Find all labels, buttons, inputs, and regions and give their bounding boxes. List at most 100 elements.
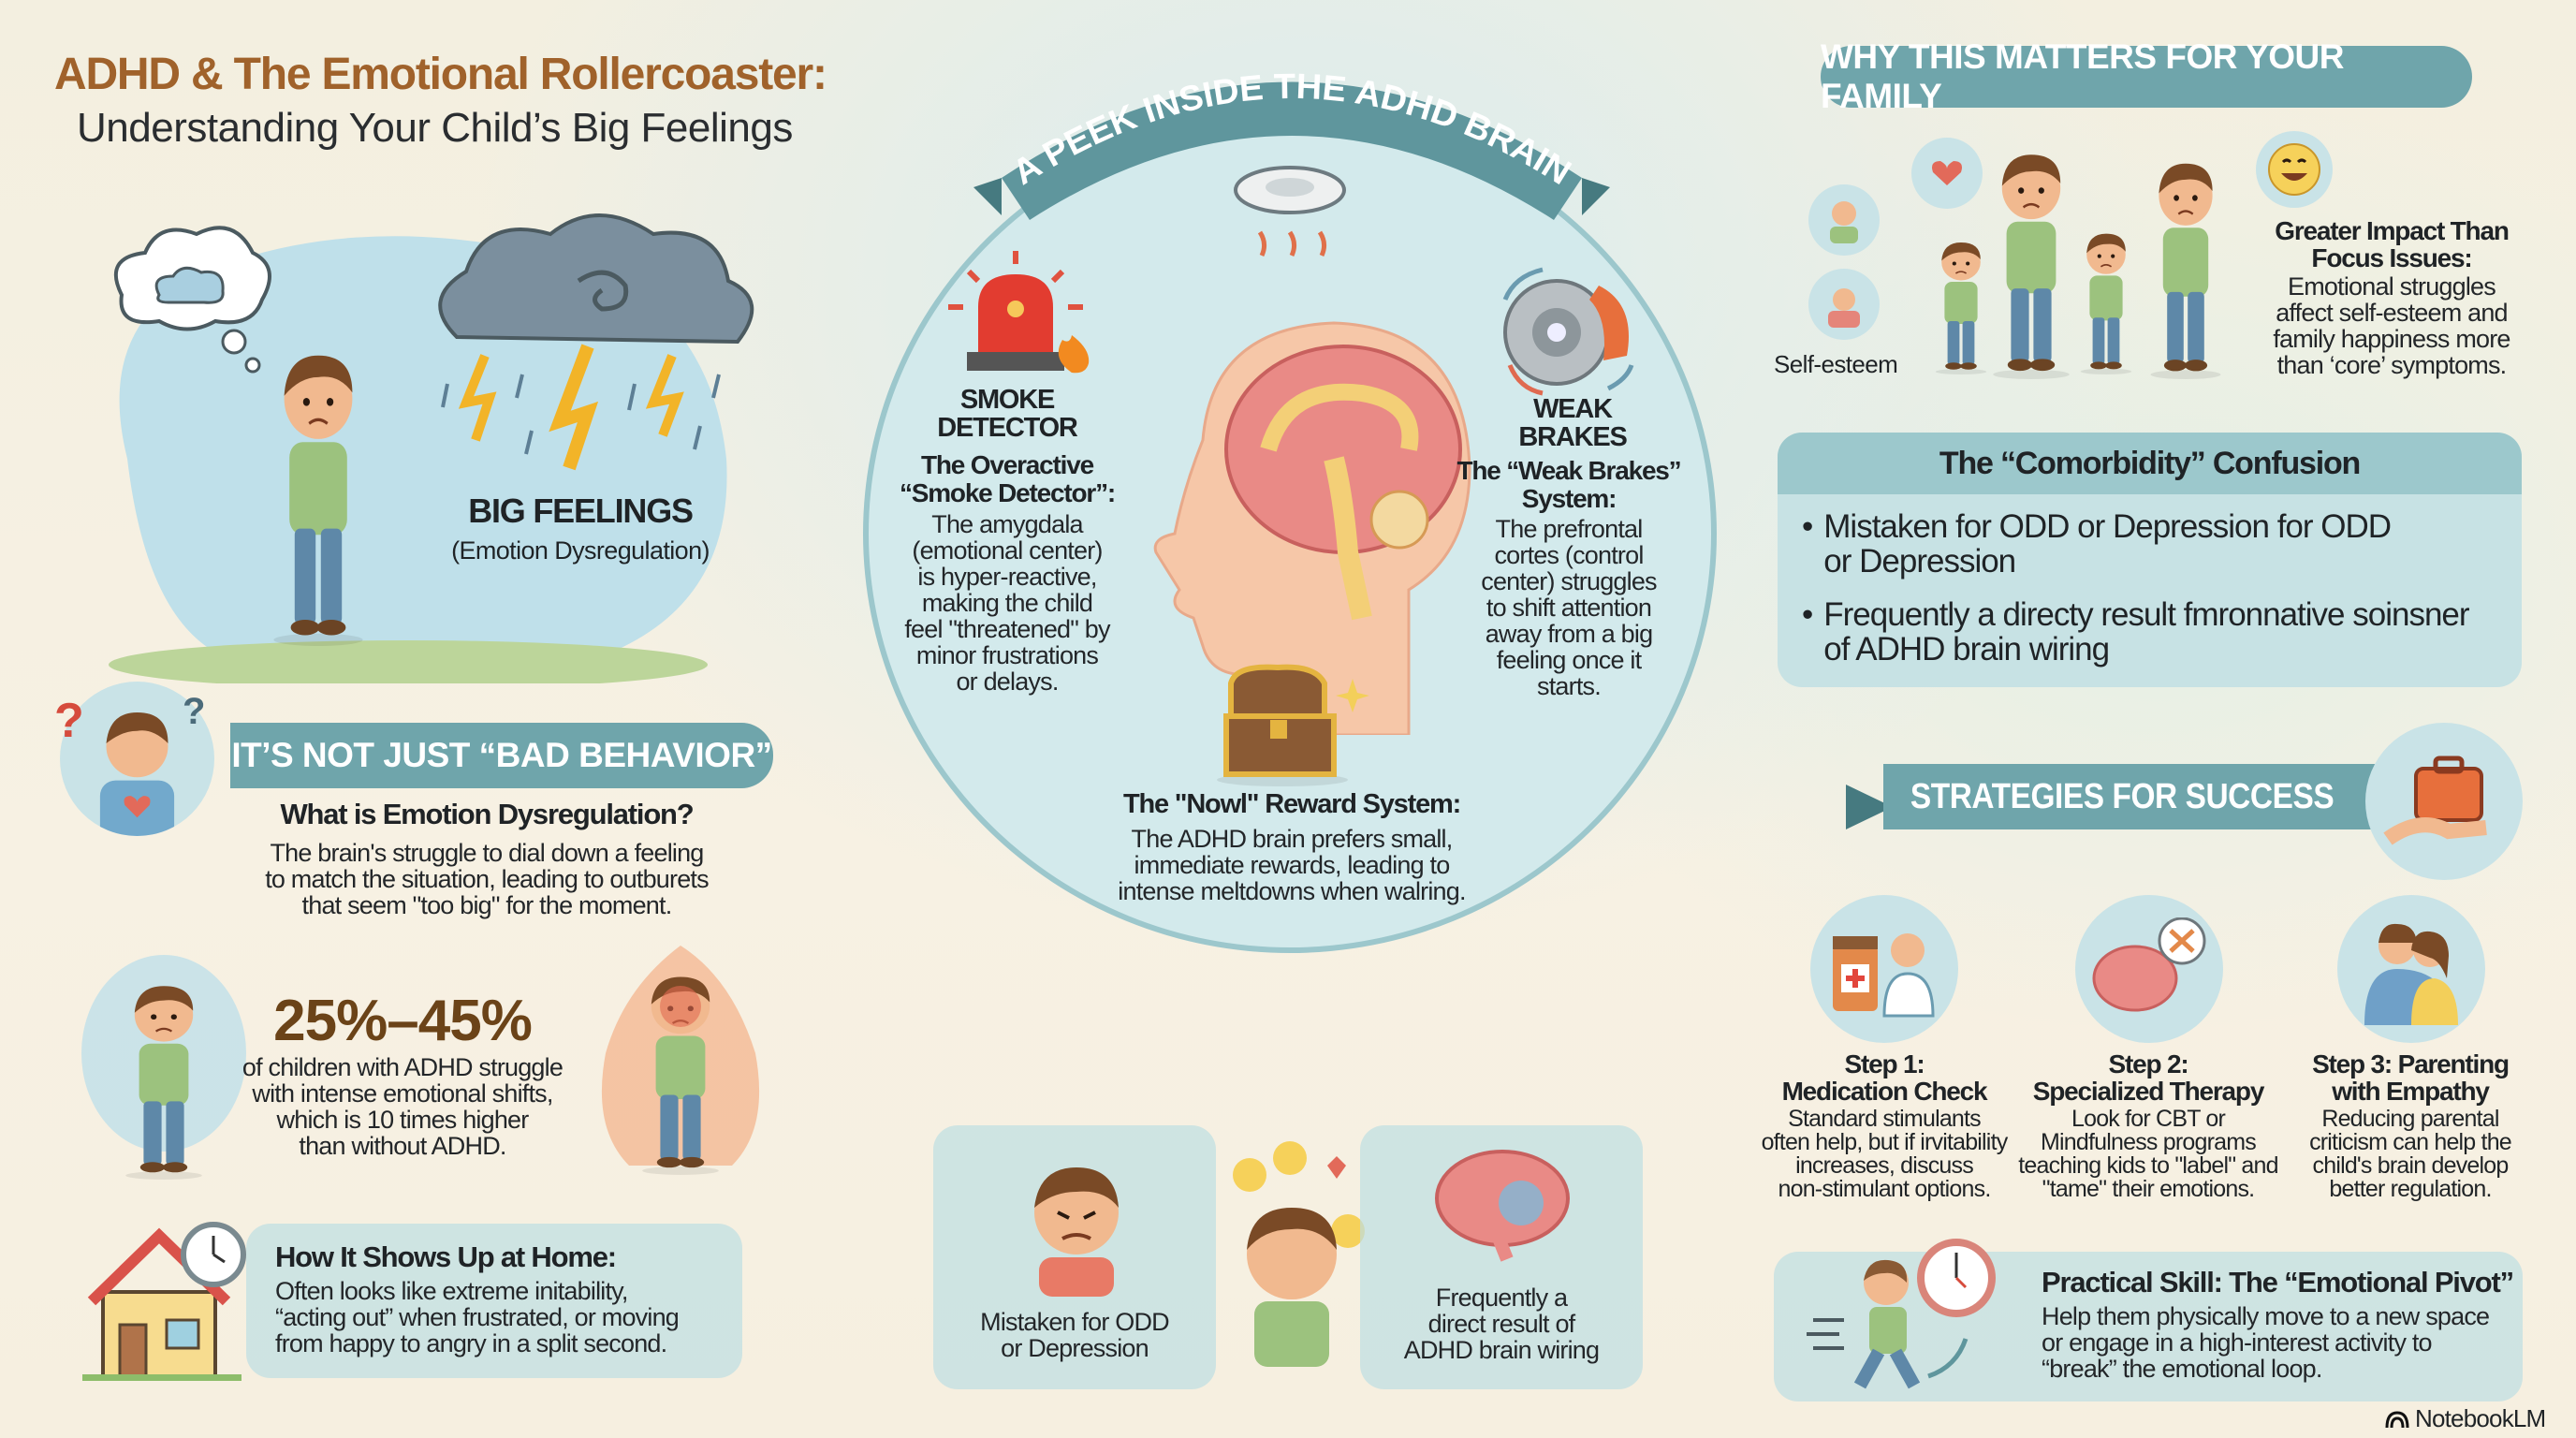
- text-line: center) struggles: [1481, 567, 1657, 595]
- worried-child-emojis-icon: [1208, 1128, 1376, 1372]
- text-line: Help them physically move to a new space: [2042, 1302, 2490, 1330]
- brain-tools-icon: [2075, 895, 2223, 1043]
- question-mark-icon: ?: [54, 694, 84, 748]
- brakes-body: The prefrontal cortes (control center) s…: [1456, 516, 1681, 699]
- text-line: often help, but if irvitability: [1761, 1129, 2009, 1155]
- text-line: than ‘core’ symptoms.: [2276, 351, 2508, 379]
- smoke-body: The amygdala (emotional center) is hyper…: [886, 511, 1129, 695]
- text-line: Frequently a: [1435, 1284, 1568, 1312]
- smoke-detector-icon: [1232, 157, 1349, 265]
- smoke-heading: “Smoke Detector”:: [899, 478, 1116, 507]
- stat-value: 25%–45%: [273, 989, 533, 1053]
- mistaken-card-text: Mistaken for ODD or Depression: [933, 1309, 1216, 1361]
- family-heading: Greater Impact Than: [2275, 216, 2510, 245]
- page-subtitle: Understanding Your Child’s Big Feelings: [77, 105, 793, 151]
- text-line: increases, discuss: [1795, 1152, 1974, 1179]
- text-line: to shift attention: [1486, 594, 1652, 622]
- text-line: Mindfulness programs: [2041, 1129, 2257, 1155]
- brakes-label: BRAKES: [1518, 422, 1627, 452]
- smile-emoji-icon: [2256, 131, 2333, 208]
- home-panel: [246, 1224, 742, 1378]
- text-line: The amygdala: [931, 510, 1083, 538]
- treasure-chest-icon: [1212, 660, 1371, 786]
- smoke-heading: The Overactive: [921, 450, 1094, 479]
- brakes-heading: System:: [1521, 484, 1617, 513]
- sad-child-illustration: [253, 337, 384, 646]
- running-child-clock-icon: [1802, 1236, 2027, 1404]
- strategies-banner-bar: STRATEGIES FOR SUCCESS: [1883, 764, 2417, 829]
- text-line: that seem "too big" for the moment.: [301, 891, 673, 919]
- step-title: Specialized Therapy: [2032, 1077, 2265, 1106]
- confused-child-icon: [60, 682, 214, 836]
- text-line: Mistaken for ODD or Depression for ODD: [1823, 508, 2392, 545]
- brain-wiring-card-text: Frequently a direct result of ADHD brain…: [1360, 1284, 1643, 1363]
- question-mark-icon: ?: [183, 691, 206, 732]
- text-line: or delays.: [956, 668, 1059, 696]
- comorbidity-bullet: •Frequently a directy result fmronnative…: [1802, 596, 2470, 668]
- text-line: making the child: [921, 589, 1093, 617]
- practical-body: Help them physically move to a new space…: [2042, 1303, 2510, 1382]
- text-line: ADHD brain wiring: [1403, 1336, 1600, 1364]
- alarm-siren-icon: [941, 251, 1100, 391]
- not-bad-behavior-banner: IT’S NOT JUST “BAD BEHAVIOR”: [230, 723, 773, 788]
- step-title: Medication Check: [1781, 1077, 1988, 1106]
- text-line: minor frustrations: [915, 641, 1099, 669]
- family-heading: Focus Issues:: [2311, 243, 2472, 272]
- brain-circle: [863, 114, 1717, 953]
- text-line: starts.: [1537, 672, 1602, 700]
- calm-child-bubble-icon: [75, 950, 253, 1180]
- text-line: feel "threatened" by: [904, 615, 1110, 643]
- thought-cloud-icon: [94, 211, 281, 379]
- text-line: with intense emotional shifts,: [252, 1079, 553, 1108]
- text-line: “acting out” when frustrated, or moving: [275, 1303, 680, 1331]
- text-line: The prefrontal: [1495, 515, 1644, 543]
- home-body: Often looks like extreme initability, “a…: [275, 1278, 734, 1357]
- smoke-label: SMOKE: [959, 385, 1056, 415]
- text-line: away from a big: [1485, 620, 1653, 648]
- text-line: Frequently a directy result fmronnative …: [1823, 596, 2469, 633]
- text-line: of children with ADHD struggle: [242, 1053, 564, 1081]
- brake-disc-icon: [1486, 262, 1646, 403]
- text-line: feeling once it: [1496, 646, 1642, 674]
- notebooklm-logo-icon: [2385, 1410, 2409, 1428]
- text-line: teaching kids to "label" and: [2018, 1152, 2278, 1179]
- step-title: Step 2:: [2108, 1049, 2189, 1078]
- parent-hug-icon: [2337, 895, 2485, 1043]
- text-line: child's brain develop: [2312, 1152, 2510, 1179]
- stat-body: of children with ADHD struggle with inte…: [234, 1054, 571, 1159]
- text-line: better regulation.: [2329, 1176, 2492, 1202]
- text-line: or Depression: [1001, 1334, 1149, 1362]
- text-line: The brain's struggle to dial down a feel…: [270, 839, 704, 867]
- storm-cloud-icon: [419, 197, 766, 477]
- self-esteem-label: Self-esteem: [1774, 350, 1898, 378]
- text-line: Emotional struggles: [2288, 272, 2496, 301]
- text-line: (emotional center): [912, 536, 1103, 565]
- reward-body: The ADHD brain prefers small, immediate …: [1076, 826, 1507, 904]
- text-line: or engage in a high-interest activity to: [2042, 1328, 2433, 1357]
- text-line: non-stimulant options.: [1778, 1176, 1992, 1202]
- text-line: intense meltdowns when walring.: [1118, 877, 1466, 905]
- dysregulation-heading: What is Emotion Dysregulation?: [280, 798, 694, 830]
- brain-head-icon: [1147, 309, 1484, 735]
- brakes-label: WEAK: [1533, 394, 1613, 424]
- text-line: is hyper-reactive,: [917, 563, 1097, 591]
- text-line: to match the situation, leading to outbu…: [265, 865, 709, 893]
- strategies-banner: STRATEGIES FOR SUCCESS: [1910, 776, 2334, 816]
- text-line: criticism can help the: [2309, 1129, 2512, 1155]
- text-line: immediate rewards, leading to: [1134, 851, 1451, 879]
- page-title: ADHD & The Emotional Rollercoaster:: [54, 50, 827, 99]
- step-title: Step 1:: [1844, 1049, 1925, 1078]
- dysregulation-body: The brain's struggle to dial down a feel…: [215, 840, 758, 918]
- comorbidity-panel: The “Comorbidity” Confusion •Mistaken fo…: [1778, 433, 2522, 687]
- text-line: Standard stimulants: [1788, 1106, 1982, 1132]
- big-feelings-illustration: [90, 178, 736, 683]
- text-line: of ADHD brain wiring: [1823, 631, 2110, 668]
- text-line: The ADHD brain prefers small,: [1131, 825, 1454, 853]
- text-line: from happy to angry in a split second.: [275, 1329, 667, 1357]
- home-heading: How It Shows Up at Home:: [275, 1240, 617, 1273]
- family-body: Emotional struggles affect self-esteem a…: [2256, 273, 2527, 378]
- text-line: than without ADHD.: [299, 1132, 506, 1160]
- step-1: Step 1:Medication Check Standard stimula…: [1749, 1050, 2020, 1201]
- family-icon: [1802, 131, 2289, 384]
